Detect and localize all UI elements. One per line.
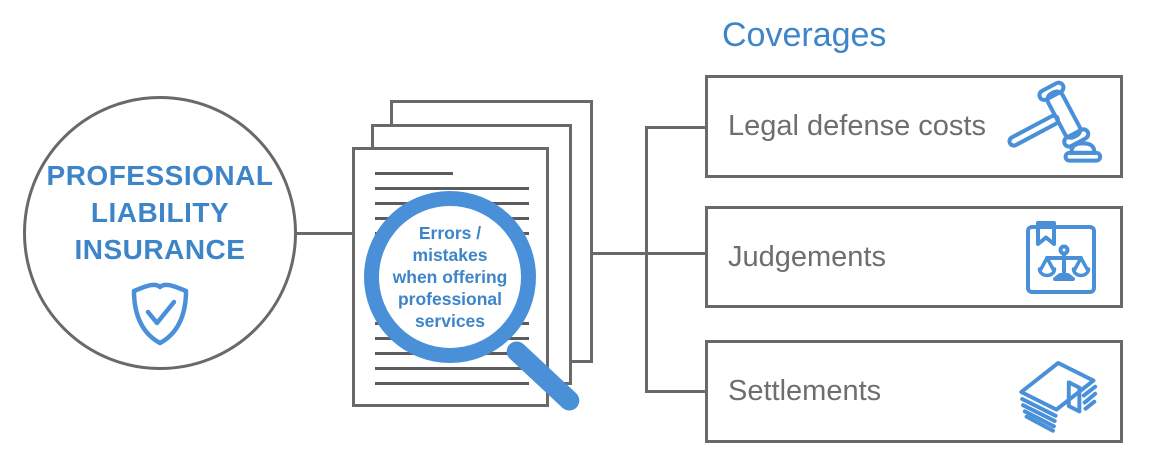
coverage-box-settlements: Settlements [705, 340, 1123, 443]
connector-branch-settlements [645, 390, 705, 393]
connector-circle-to-documents [293, 232, 360, 235]
coverage-label: Settlements [728, 375, 882, 407]
magnifier-caption: Errors / mistakes when offering professi… [393, 222, 508, 332]
scales-document-icon [1024, 218, 1098, 296]
magnifier-caption-line: services [414, 311, 486, 331]
magnifier-icon: Errors / mistakes when offering professi… [364, 191, 536, 363]
magnifier-caption-line: Errors / [418, 223, 482, 243]
gavel-icon [1007, 80, 1104, 165]
magnifier-caption-line: mistakes [412, 245, 488, 265]
connector-trunk-vertical [645, 126, 648, 393]
magnifier-caption-line: professional [397, 289, 503, 309]
shield-check-icon [128, 278, 192, 348]
coverages-heading: Coverages [722, 16, 887, 54]
connector-documents-to-trunk [560, 252, 705, 255]
coverage-label: Judgements [728, 240, 886, 273]
insurance-title-line: PROFESSIONAL [46, 160, 274, 191]
coverage-box-legal-defense-costs: Legal defense costs [705, 75, 1123, 178]
insurance-title-line: LIABILITY [90, 197, 230, 228]
insurance-title: PROFESSIONAL LIABILITY INSURANCE [47, 157, 274, 268]
insurance-circle-node: PROFESSIONAL LIABILITY INSURANCE [23, 96, 297, 370]
money-stack-icon [1016, 351, 1104, 433]
connector-branch-legal-defense [645, 126, 705, 129]
coverage-label: Legal defense costs [728, 110, 986, 142]
magnifier-caption-line: when offering [392, 267, 508, 287]
insurance-title-line: INSURANCE [74, 234, 246, 265]
coverage-box-judgements: Judgements [705, 206, 1123, 308]
paper-text-line-short [375, 172, 453, 175]
